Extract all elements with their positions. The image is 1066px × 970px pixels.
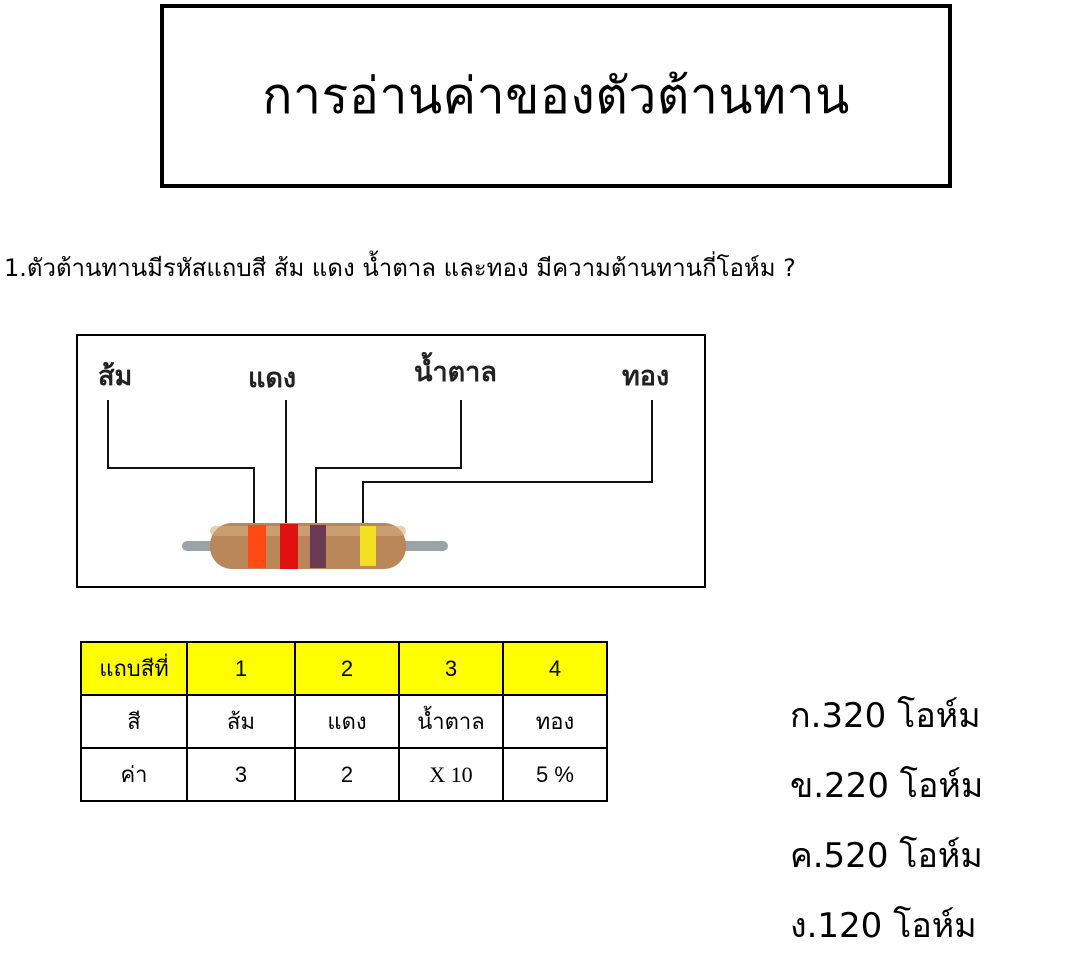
table-row-color: สี ส้ม แดง น้ำตาล ทอง [80, 694, 608, 749]
band-3 [310, 525, 326, 568]
right-lead [396, 541, 448, 551]
left-lead [182, 541, 218, 551]
table-cell: สี [80, 694, 188, 749]
table-cell: แดง [294, 694, 400, 749]
title-box: การอ่านค่าของตัวต้านทาน [160, 4, 952, 188]
table-cell-multiplier: X 10 [398, 747, 504, 802]
band-4 [360, 526, 376, 566]
table-cell: 5 % [502, 747, 608, 802]
resistor-diagram [107, 400, 653, 569]
table-header-cell: 4 [502, 641, 608, 696]
label-gold: ทอง [622, 361, 670, 392]
label-red: แดง [248, 363, 297, 394]
leader-line-orange [107, 400, 255, 532]
table-cell: ค่า [80, 747, 188, 802]
table-header-cell: 2 [294, 641, 400, 696]
table-row-value: ค่า 3 2 X 10 5 % [80, 747, 608, 802]
resistor-figure: ส้ม แดง น้ำตาล ทอง [76, 334, 706, 588]
answer-choice-c[interactable]: ค.520 โอห์ม [790, 836, 983, 876]
leader-line-gold [362, 400, 653, 532]
question-text: 1.ตัวต้านทานมีรหัสแถบสี ส้ม แดง น้ำตาล แ… [4, 254, 796, 282]
page-title: การอ่านค่าของตัวต้านทาน [262, 66, 850, 125]
table-cell: 2 [294, 747, 400, 802]
table-cell: ทอง [502, 694, 608, 749]
table-header-cell: 1 [186, 641, 296, 696]
table-header-cell: 3 [398, 641, 504, 696]
leader-lines [107, 400, 653, 532]
resistor-highlight [210, 526, 406, 536]
table-cell: น้ำตาล [398, 694, 504, 749]
table-header-row: แถบสีที่ 1 2 3 4 [80, 641, 608, 696]
answer-choices: ก.320 โอห์ม ข.220 โอห์ม ค.520 โอห์ม ง.12… [790, 690, 983, 970]
table-header-cell: แถบสีที่ [80, 641, 188, 696]
answer-choice-b[interactable]: ข.220 โอห์ม [790, 766, 984, 806]
band-1 [248, 525, 266, 568]
leader-line-brown [315, 400, 462, 532]
answer-choice-d[interactable]: ง.120 โอห์ม [790, 906, 977, 946]
label-brown: น้ำตาล [414, 357, 497, 388]
band-2 [280, 524, 298, 569]
band-value-table: แถบสีที่ 1 2 3 4 สี ส้ม แดง น้ำตาล ทอง ค… [80, 641, 608, 802]
table-cell: 3 [186, 747, 296, 802]
table-cell: ส้ม [186, 694, 296, 749]
label-orange: ส้ม [98, 361, 133, 392]
answer-choice-a[interactable]: ก.320 โอห์ม [790, 696, 981, 736]
